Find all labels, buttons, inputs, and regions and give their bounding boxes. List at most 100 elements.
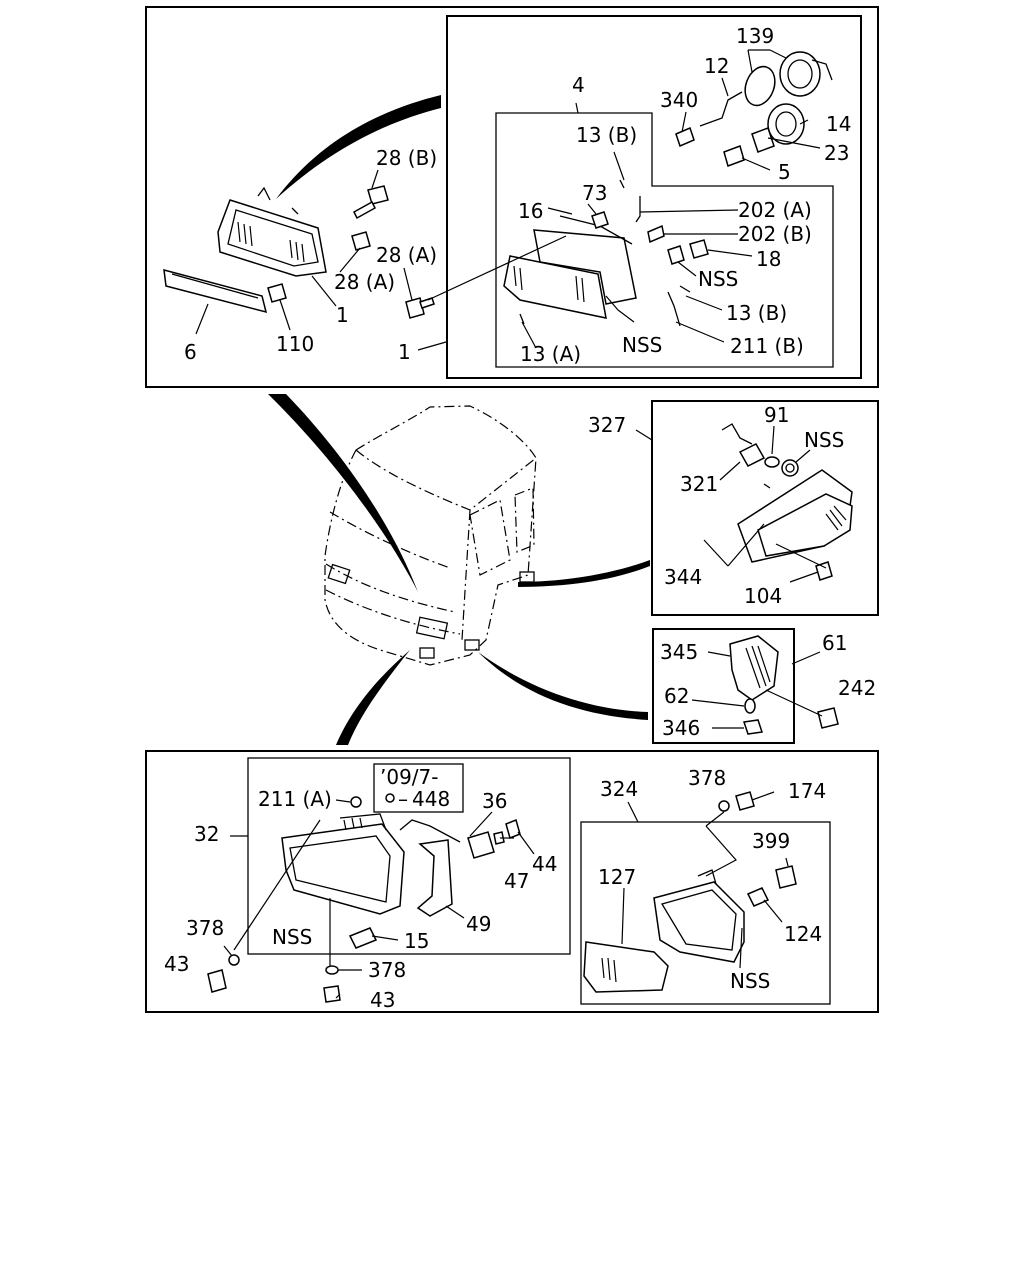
part-labels: 139 12 340 14 23 5 4 13 (B) 73 16 202 (A… (164, 24, 876, 1012)
label-28a-upper: 28 (A) (376, 243, 437, 267)
wire-12 (699, 91, 743, 127)
callout-sweeps (268, 95, 650, 745)
label-110: 110 (276, 332, 314, 356)
label-47: 47 (504, 869, 529, 893)
fog-lamp-lens-127 (583, 941, 669, 993)
headlamp-detail-panel (446, 15, 862, 379)
label-378-b: 378 (368, 958, 406, 982)
bolt-28b (353, 185, 389, 220)
label-211a: 211 (A) (258, 787, 332, 811)
bulb-340 (675, 126, 695, 148)
clip-211a (350, 796, 362, 808)
socket-399 (775, 865, 797, 889)
bolt-43-a (207, 969, 227, 993)
label-5: 5 (778, 160, 791, 184)
label-211b: 211 (B) (730, 334, 804, 358)
date-note-box (373, 763, 464, 813)
truck-cab-illustration (324, 405, 537, 666)
label-nss-mid: NSS (698, 267, 738, 291)
sweep-to-side-marker (478, 652, 648, 720)
sweep-to-turn-signal (518, 560, 650, 587)
fog-lamp-housing-324 (653, 881, 745, 963)
label-44: 44 (532, 852, 557, 876)
label-14: 14 (826, 112, 851, 136)
bolt-174 (735, 791, 755, 811)
socket-321 (738, 443, 766, 467)
fog-lamp-32-frame (247, 757, 571, 955)
bulb-91 (764, 456, 780, 468)
label-nss-lamp: NSS (622, 333, 662, 357)
bulb-124 (746, 887, 770, 907)
headlamp-unit-left (217, 199, 327, 277)
washer-378-a (228, 954, 240, 966)
label-139: 139 (736, 24, 774, 48)
label-62: 62 (664, 684, 689, 708)
label-378-a: 378 (186, 916, 224, 940)
diagram-frames (145, 6, 879, 1013)
label-346: 346 (662, 716, 700, 740)
label-324: 324 (600, 777, 638, 801)
turn-signal-panel (651, 400, 879, 616)
sweep-cab-to-headlamp (268, 394, 418, 592)
label-13b-low: 13 (B) (726, 301, 787, 325)
label-36: 36 (482, 789, 507, 813)
leader-lines (195, 49, 827, 999)
bulb-23 (751, 127, 775, 153)
headlamp-lens-4 (503, 255, 607, 319)
fog-lamp-324-frame (580, 821, 831, 1005)
label-242: 242 (838, 676, 876, 700)
label-nss-327: NSS (804, 428, 844, 452)
label-13a: 13 (A) (520, 342, 581, 366)
label-124: 124 (784, 922, 822, 946)
side-marker-panel (652, 628, 795, 744)
label-399: 399 (752, 829, 790, 853)
label-23: 23 (824, 141, 849, 165)
label-202a: 202 (A) (738, 198, 812, 222)
washer-47 (493, 831, 505, 845)
gasket-nss (781, 459, 799, 477)
bolt-43-b (323, 985, 341, 1003)
label-1-a: 1 (336, 303, 349, 327)
label-43-b: 43 (370, 988, 395, 1012)
label-date-note: ’09/7- (380, 765, 439, 789)
label-127: 127 (598, 865, 636, 889)
nut-28a-upper (351, 231, 371, 251)
sweep-to-fog-lamp (336, 650, 410, 745)
label-16: 16 (518, 199, 543, 223)
washer-378-b (325, 965, 339, 975)
label-18: 18 (756, 247, 781, 271)
label-32: 32 (194, 822, 219, 846)
side-marker-lamp-345 (729, 635, 779, 701)
label-nss-324: NSS (730, 969, 770, 993)
washer-378-c (718, 800, 730, 812)
bulb-62 (744, 698, 756, 714)
screw-104 (815, 561, 833, 581)
ring-14 (767, 103, 805, 145)
bulb-15 (348, 927, 378, 949)
label-345: 345 (660, 640, 698, 664)
fog-lamp-324-parts (583, 791, 797, 993)
screw-242 (817, 707, 839, 729)
label-dash-448: – (398, 787, 408, 811)
label-104: 104 (744, 584, 782, 608)
nut-44 (505, 818, 521, 840)
wire-36 (399, 819, 461, 843)
sweep-to-headlamp (276, 95, 441, 199)
bracket-49 (416, 839, 453, 917)
label-6: 6 (184, 340, 197, 364)
headlamp-panel (145, 6, 879, 388)
turn-signal-parts (721, 423, 853, 581)
bolt-28a-lower (405, 297, 435, 319)
label-321: 321 (680, 472, 718, 496)
label-174: 174 (788, 779, 826, 803)
label-327: 327 (588, 413, 626, 437)
label-28a-lower: 28 (A) (334, 270, 395, 294)
headlamp-parts (163, 51, 833, 327)
label-4: 4 (572, 73, 585, 97)
nut-346 (743, 719, 763, 735)
label-43-a: 43 (164, 952, 189, 976)
label-73: 73 (582, 181, 607, 205)
label-13b-top: 13 (B) (576, 123, 637, 147)
headlamp-assembly-4-frame (495, 112, 834, 368)
side-marker-parts (729, 635, 839, 735)
